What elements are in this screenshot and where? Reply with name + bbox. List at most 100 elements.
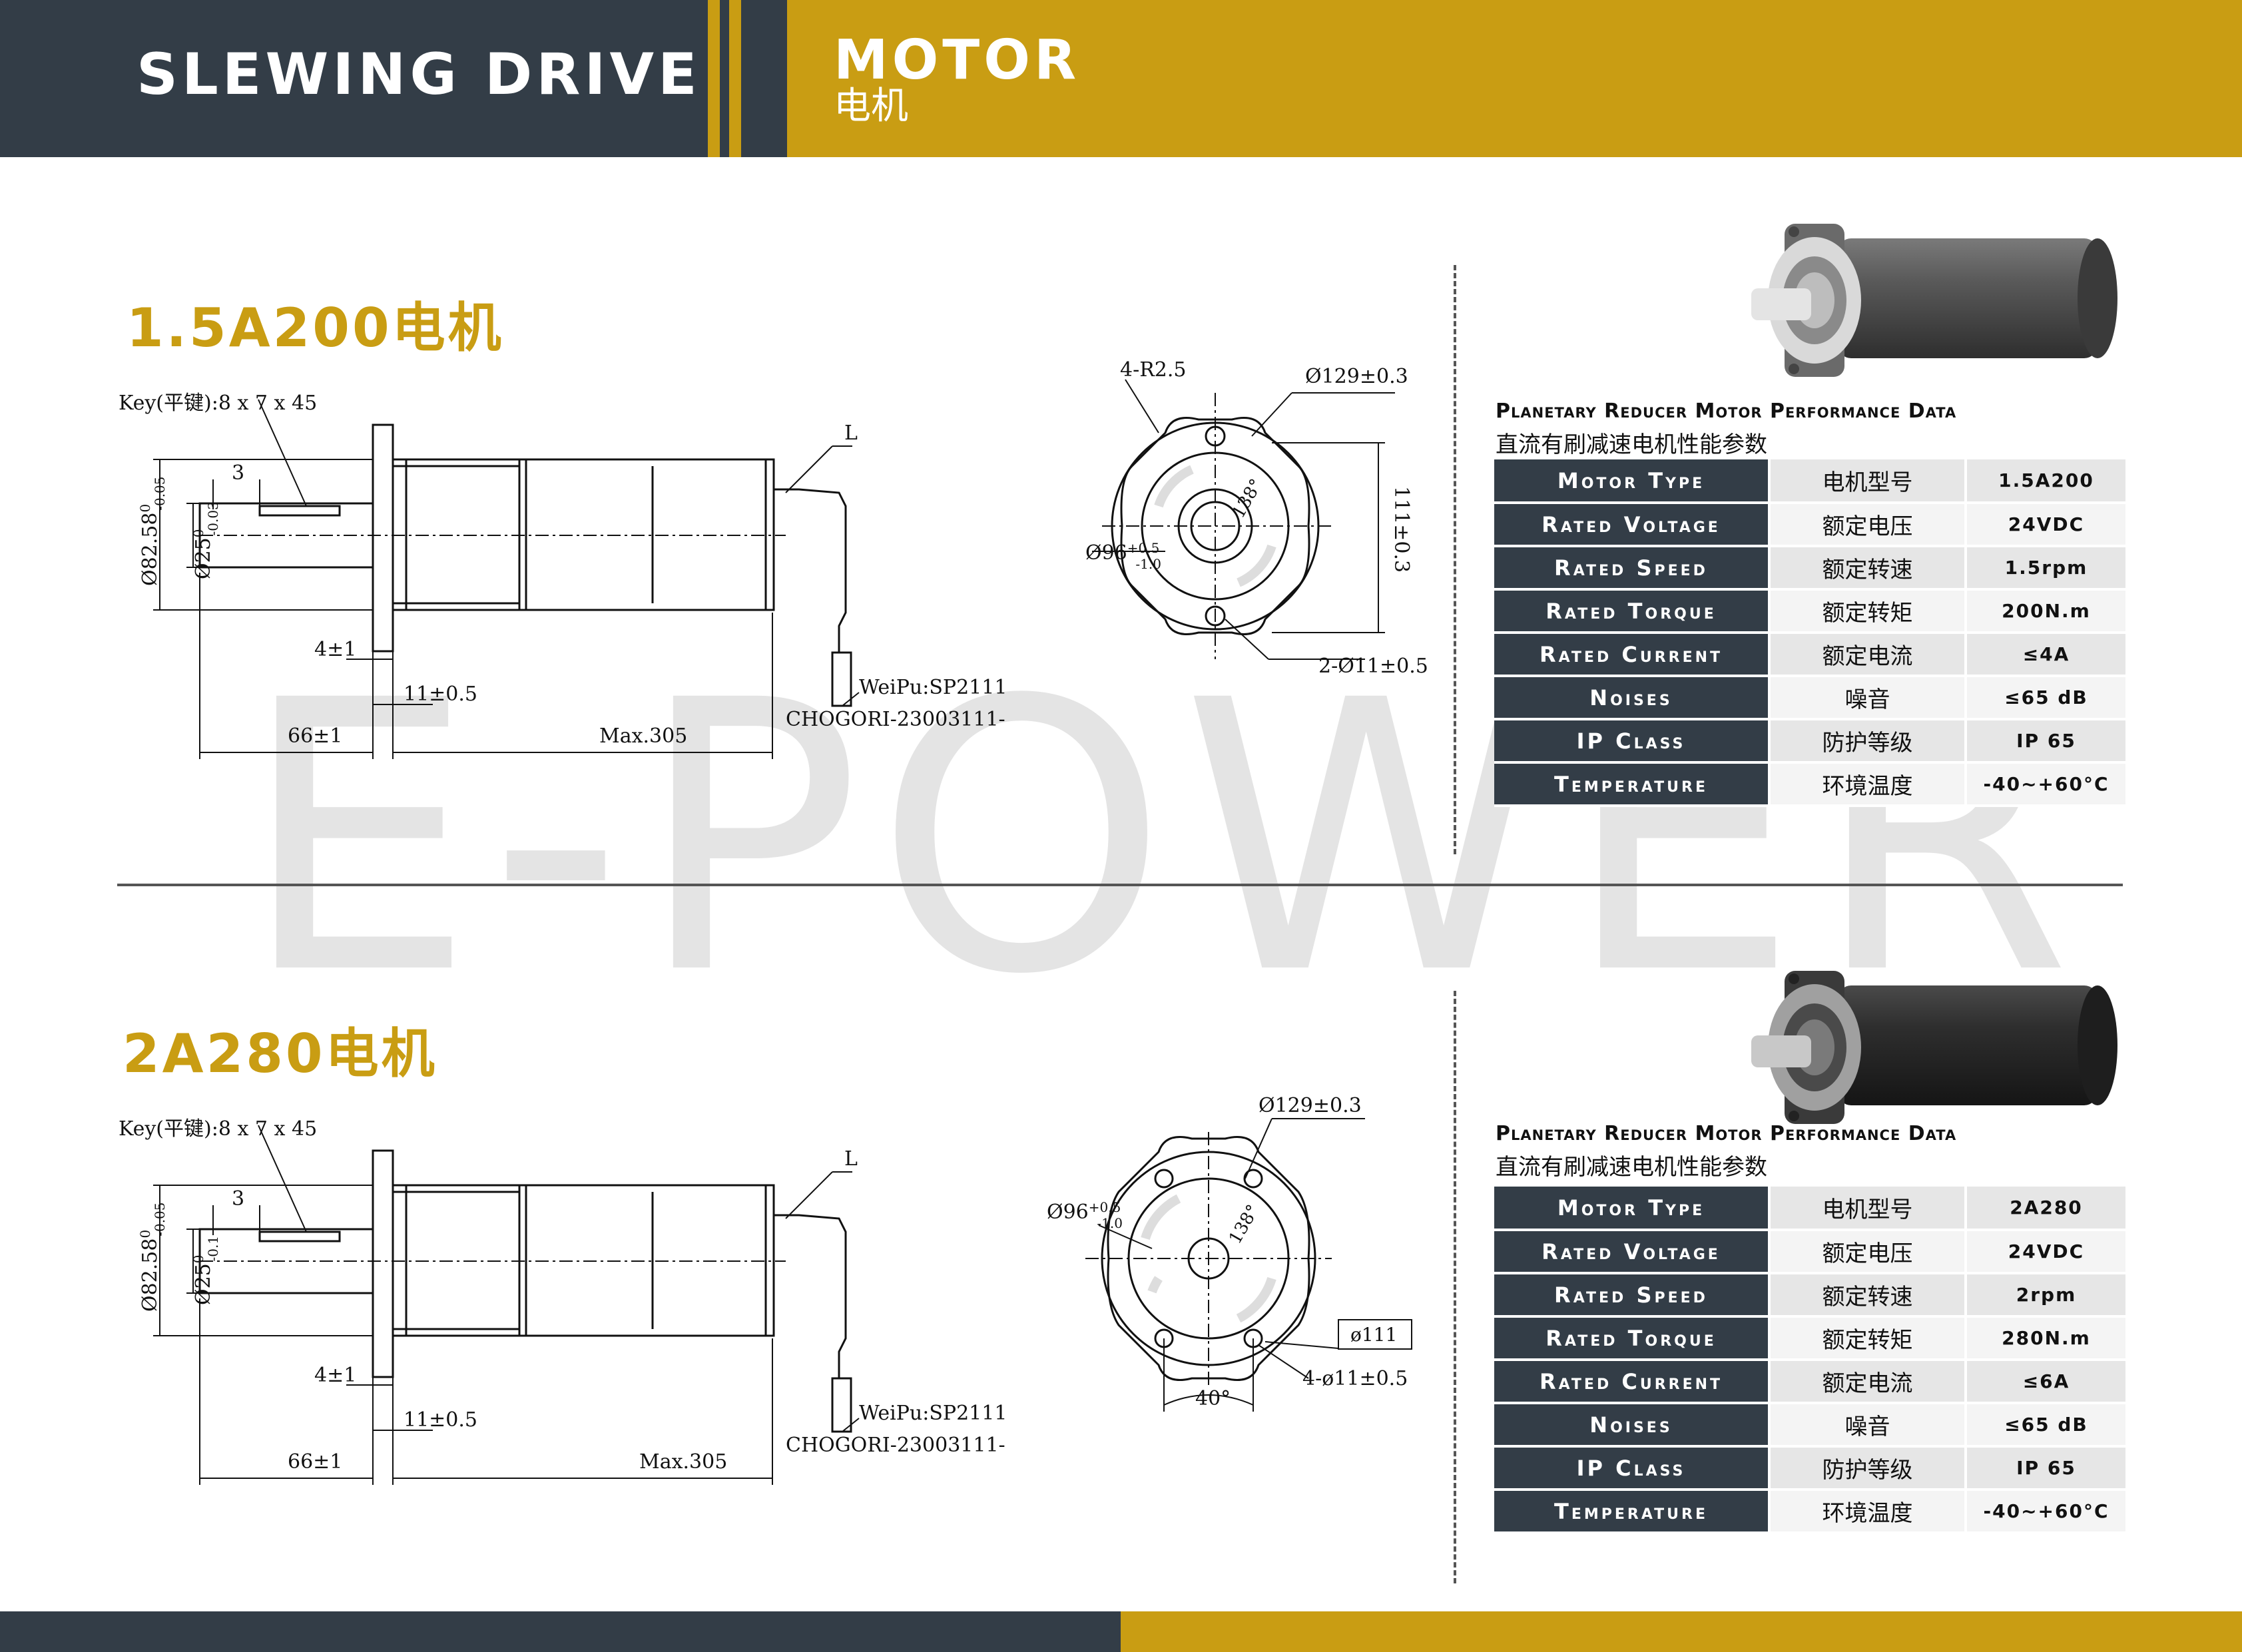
- holes-label: 4-ø11±0.5: [1302, 1367, 1408, 1390]
- spec-label-cn: 额定转矩: [1768, 1316, 1966, 1361]
- spec-label-cn: 额定电压: [1768, 503, 1966, 547]
- end-view-drawing: 4-R2.5 Ø129±0.3 Ø96+0.5-1.0 138° 111±0.3…: [1085, 358, 1428, 678]
- spec-label: Noises: [1494, 676, 1769, 720]
- dim-66-label: 66±1: [288, 1450, 342, 1474]
- spec-value: 24VDC: [1964, 503, 2125, 547]
- header-gold-band: [787, 0, 2242, 157]
- key-spec-label: Key(平键):8 x 7 x 45: [119, 1117, 317, 1141]
- performance-subtitle: 直流有刷减速电机性能参数: [1496, 1154, 1767, 1181]
- connector-label-2: CHOGORI-23003111-01: [786, 708, 1005, 731]
- spec-label-cn: 额定转速: [1768, 1273, 1966, 1318]
- spec-value: ≤6A: [1964, 1360, 2125, 1404]
- model-title: 2A280电机: [123, 1023, 437, 1085]
- spec-value: 1.5A200: [1964, 459, 2125, 504]
- dim-max-label: Max.305: [639, 1450, 727, 1474]
- spec-value: IP 65: [1964, 719, 2125, 764]
- angle2-label: 40°: [1195, 1387, 1231, 1410]
- lead-label: L: [844, 421, 858, 445]
- spec-label-cn: 环境温度: [1768, 1490, 1966, 1534]
- header-dark-band: [0, 0, 708, 157]
- spec-label: Rated Current: [1494, 1360, 1769, 1404]
- radius-label: 4-R2.5: [1120, 358, 1187, 382]
- spec-label-cn: 电机型号: [1768, 459, 1966, 504]
- spec-label-cn: 额定转矩: [1768, 589, 1966, 634]
- spec-label: Temperature: [1494, 1490, 1769, 1534]
- column-divider: [1454, 265, 1456, 854]
- shaft-diameter-label: Ø250-0.1: [190, 1236, 221, 1305]
- section-divider: [117, 884, 2123, 886]
- spec-label: Rated Voltage: [1494, 503, 1769, 547]
- dim-4-label: 4±1: [314, 1364, 356, 1387]
- spec-value: 1.5rpm: [1964, 546, 2125, 591]
- end-view-drawing: Ø129±0.3 Ø96+0.5-1.0 138° ø111 4-ø11±0.5…: [1047, 1094, 1412, 1412]
- spec-label-cn: 环境温度: [1768, 762, 1966, 807]
- spec-value: ≤65 dB: [1964, 676, 2125, 720]
- spec-value: 2rpm: [1964, 1273, 2125, 1318]
- spec-value: IP 65: [1964, 1446, 2125, 1491]
- spec-label-cn: 电机型号: [1768, 1187, 1966, 1231]
- connector-label-1: WeiPu:SP2111/P3 or: [859, 676, 1005, 699]
- spec-label-cn: 防护等级: [1768, 1446, 1966, 1491]
- side-view-drawing: Key(平键):8 x 7 x 45 3 Ø82.580-0.05 Ø250-0…: [119, 1117, 1005, 1485]
- section-title: MOTOR: [834, 29, 1081, 92]
- spec-label: Rated Speed: [1494, 546, 1769, 591]
- spec-label-cn: 额定电流: [1768, 633, 1966, 677]
- model-title: 1.5A200电机: [127, 297, 504, 359]
- flange-diameter-label: Ø82.580-0.05: [137, 1202, 168, 1312]
- spec-label: Rated Torque: [1494, 1316, 1769, 1361]
- brand-title: SLEWING DRIVE: [137, 41, 701, 108]
- spec-label: Temperature: [1494, 762, 1769, 807]
- spec-value: ≤65 dB: [1964, 1403, 2125, 1448]
- spec-label: Motor Type: [1494, 459, 1769, 504]
- connector-label-2: CHOGORI-23003111-01: [786, 1434, 1005, 1457]
- side-view-drawing: Key(平键):8 x 7 x 45 3 Ø82.580-0.05 Ø250-0…: [119, 392, 1005, 759]
- lead-label: L: [844, 1147, 858, 1171]
- spec-value: ≤4A: [1964, 633, 2125, 677]
- spec-value: -40~+60°C: [1964, 762, 2125, 807]
- height-label: 111±0.3: [1390, 486, 1413, 573]
- dim-66-label: 66±1: [288, 724, 342, 748]
- flange-diameter-label: Ø82.580-0.05: [137, 476, 168, 586]
- motor-photo: [1751, 971, 2117, 1124]
- section-subtitle: 电机: [834, 85, 908, 128]
- shaft-diameter-label: Ø250-0.03: [190, 501, 221, 579]
- spec-label-cn: 额定转速: [1768, 546, 1966, 591]
- spec-label: Rated Current: [1494, 633, 1769, 677]
- spec-label: Noises: [1494, 1403, 1769, 1448]
- spec-label: Rated Voltage: [1494, 1230, 1769, 1274]
- dim-11-label: 11±0.5: [404, 683, 477, 706]
- pilot-diameter-label: Ø96+0.5-1.0: [1047, 1199, 1123, 1231]
- outer-diameter-label: Ø129±0.3: [1259, 1094, 1362, 1117]
- footer-gold-band: [1121, 1611, 2242, 1652]
- spec-value: 200N.m: [1964, 589, 2125, 634]
- spec-label-cn: 噪音: [1768, 676, 1966, 720]
- performance-title: Planetary Reducer Motor Performance Data: [1496, 400, 1957, 423]
- spec-label: Rated Torque: [1494, 589, 1769, 634]
- spec-value: -40~+60°C: [1964, 1490, 2125, 1534]
- angle-label: 138°: [1229, 475, 1266, 521]
- footer-dark-band: [0, 1611, 1121, 1652]
- outer-diameter-label: Ø129±0.3: [1305, 365, 1408, 388]
- connector-label-1: WeiPu:SP2111/P3 or: [859, 1402, 1005, 1425]
- dim-4-label: 4±1: [314, 638, 356, 661]
- spec-label-cn: 防护等级: [1768, 719, 1966, 764]
- spec-label: IP Class: [1494, 719, 1769, 764]
- column-divider: [1454, 991, 1456, 1583]
- header-stripe: [708, 0, 720, 157]
- header-stripe: [720, 0, 729, 157]
- height-label: ø111: [1350, 1324, 1397, 1346]
